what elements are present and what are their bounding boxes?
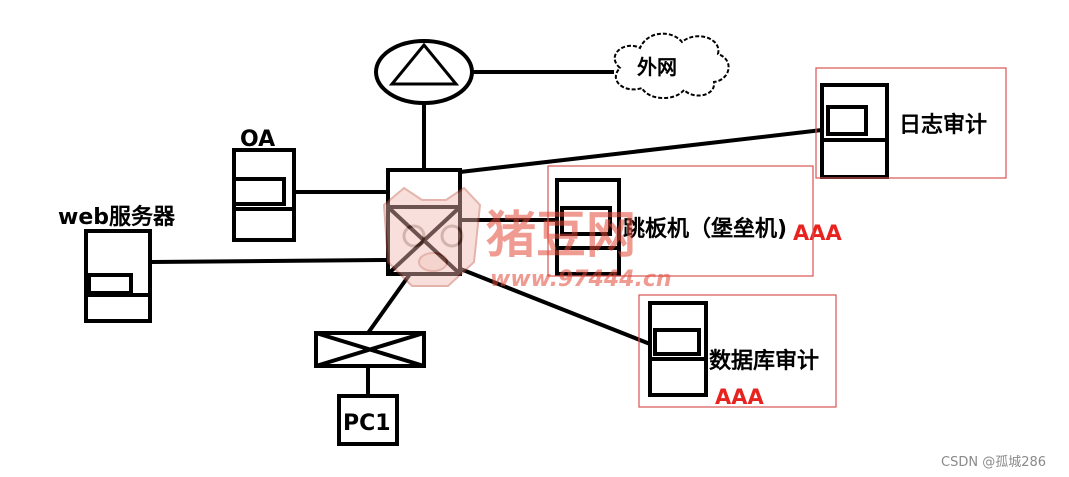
jump-host-label: 跳板机（堡垒机) <box>623 216 787 242</box>
watermark: 猪豆网 www.97444.cn <box>382 186 672 292</box>
link-core-db-audit <box>457 266 651 346</box>
oa-server <box>232 148 296 242</box>
jump-host-aaa-label: AAA <box>793 221 843 245</box>
internet-cloud: 外网 <box>613 32 730 99</box>
watermark-url: www.97444.cn <box>490 267 672 292</box>
db-audit-aaa-label: AAA <box>715 385 765 409</box>
connections <box>151 70 823 396</box>
oa-label: OA <box>240 127 275 152</box>
link-core-log-audit <box>459 128 823 174</box>
watermark-brand: 猪豆网 <box>486 206 636 264</box>
pc1-box: PC1 <box>337 394 399 446</box>
footer-credit: CSDN @孤城286 <box>941 455 1046 470</box>
core-switch <box>386 168 462 276</box>
log-audit-label: 日志审计 <box>899 112 987 138</box>
watermark-pig-logo <box>382 186 482 287</box>
jump-host-server <box>555 178 621 276</box>
link-core-web <box>151 258 389 264</box>
db-audit-server <box>648 301 708 397</box>
link-core-access-switch <box>366 272 412 335</box>
internet-label: 外网 <box>637 55 677 79</box>
db-audit-label: 数据库审计 <box>709 348 819 374</box>
db-audit-highlight <box>638 294 837 408</box>
web-server-label: web服务器 <box>58 205 176 230</box>
pc1-label: PC1 <box>343 411 391 436</box>
router <box>374 39 474 105</box>
jump-host-highlight <box>547 165 814 277</box>
access-switch <box>314 331 426 368</box>
web-server <box>84 229 152 323</box>
log-audit-highlight <box>815 67 1007 179</box>
log-audit-server <box>820 83 889 179</box>
